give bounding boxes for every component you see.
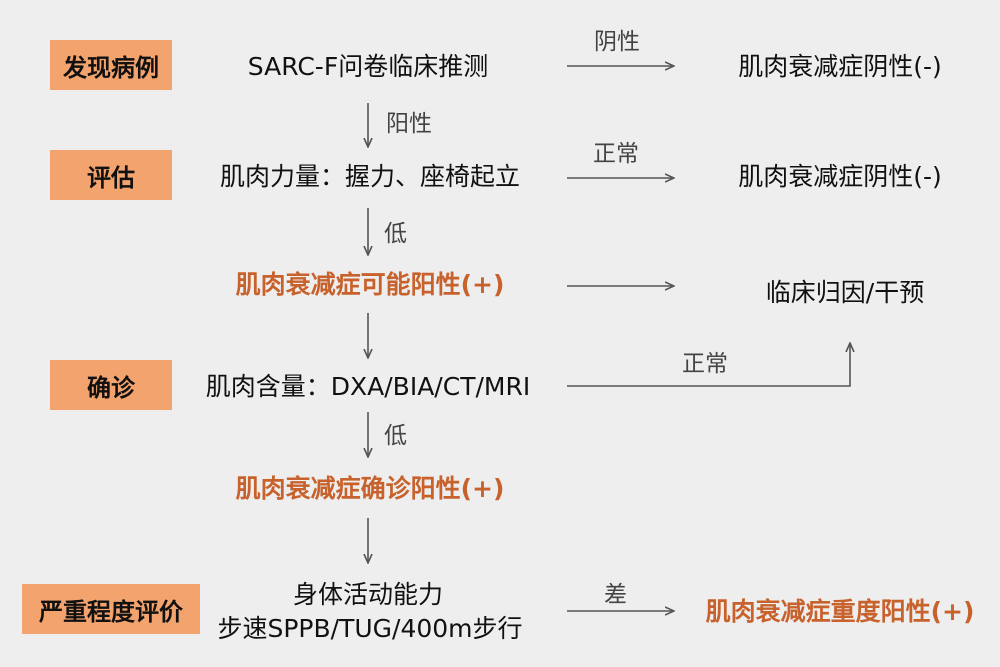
stage-discover: 发现病例	[50, 40, 172, 90]
stage-discover-label: 发现病例	[63, 53, 159, 82]
node-negative-2: 肌肉衰减症阴性(-)	[738, 162, 942, 191]
stage-confirm: 确诊	[50, 360, 172, 410]
node-physical-tests: 步速SPPB/TUG/400m步行	[217, 614, 523, 643]
node-physical-ability: 身体活动能力	[292, 580, 443, 609]
stage-severity-label: 严重程度评价	[39, 597, 183, 626]
stage-severity: 严重程度评价	[22, 584, 200, 634]
label-physical-poor: 差	[604, 582, 627, 608]
stage-assess: 评估	[50, 150, 172, 200]
node-possible-positive: 肌肉衰减症可能阳性(+)	[235, 270, 505, 299]
label-strength-normal: 正常	[593, 141, 639, 167]
node-muscle-strength: 肌肉力量：握力、座椅起立	[219, 162, 520, 191]
label-mass-normal: 正常	[682, 351, 728, 377]
node-negative-1: 肌肉衰减症阴性(-)	[738, 52, 942, 81]
node-severe-positive: 肌肉衰减症重度阳性(+)	[705, 597, 975, 626]
label-sarcf-positive: 阳性	[386, 111, 432, 137]
label-sarcf-negative: 阴性	[594, 29, 640, 55]
stage-confirm-label: 确诊	[87, 373, 135, 402]
node-muscle-mass: 肌肉含量：DXA/BIA/CT/MRI	[205, 372, 531, 401]
node-clinical-intervention: 临床归因/干预	[765, 278, 925, 307]
node-sarcf-questionnaire: SARC-F问卷临床推测	[247, 52, 489, 81]
label-mass-low: 低	[384, 423, 407, 449]
label-strength-low: 低	[384, 221, 407, 247]
arrow-mass-to-intervention	[567, 344, 850, 387]
stage-assess-label: 评估	[87, 163, 135, 192]
node-confirmed-positive: 肌肉衰减症确诊阳性(+)	[235, 474, 505, 503]
